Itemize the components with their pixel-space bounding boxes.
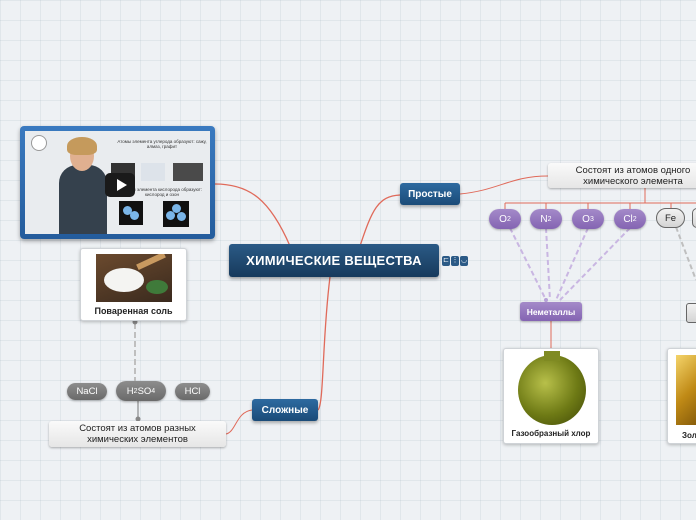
central-badge[interactable]: ⊏ ⋮ ◡ xyxy=(442,256,468,266)
salt-caption: Поваренная соль xyxy=(94,306,173,316)
formula-sub: 2 xyxy=(506,215,511,223)
connector-central-video xyxy=(214,183,291,247)
connector-complex-desc xyxy=(225,409,253,435)
gold-image xyxy=(676,355,696,425)
central-topic[interactable]: ХИМИЧЕСКИЕ ВЕЩЕСТВА xyxy=(229,244,439,277)
link-icon: ◡ xyxy=(460,256,468,266)
connector-fe-gray xyxy=(675,226,696,281)
group-nonmetals[interactable]: Неметаллы xyxy=(520,302,582,321)
formula-base: Cl xyxy=(623,213,633,225)
attach-icon: ⋮ xyxy=(451,256,459,266)
video-frame: Атомы элемента углерода образуют: сажу, … xyxy=(25,131,210,234)
formula-sub: 3 xyxy=(589,215,594,223)
play-icon[interactable] xyxy=(105,173,135,197)
partial-node[interactable] xyxy=(686,303,696,323)
salt-card[interactable]: Поваренная соль xyxy=(80,248,187,321)
formula-base: O xyxy=(499,213,507,225)
note-icon: ⊏ xyxy=(442,256,450,266)
ozone-molecule xyxy=(163,201,189,227)
logo-icon xyxy=(31,135,47,151)
slide-text-1: Атомы элемента углерода образуют: сажу, … xyxy=(117,139,207,149)
formula-nacl[interactable]: NaCl xyxy=(67,383,107,400)
simple-description[interactable]: Состоят из атомов одного химического эле… xyxy=(548,163,696,188)
salt-image xyxy=(96,254,172,302)
connector-desc-formulas xyxy=(504,188,696,210)
connector-simple-desc xyxy=(459,175,549,195)
presenter-figure xyxy=(59,165,107,234)
connector-central-complex xyxy=(317,276,331,411)
formula-base: N xyxy=(540,213,548,225)
topic-simple[interactable]: Простые xyxy=(400,183,460,205)
diamond-image xyxy=(141,163,165,181)
oxygen-molecule xyxy=(119,201,143,225)
chlorine-caption: Газообразный хлор xyxy=(511,429,591,438)
connector-formulas-nonmetals xyxy=(509,227,631,301)
formula-sub: 2 xyxy=(632,215,637,223)
formula-base: O xyxy=(582,213,590,225)
formula-hcl[interactable]: HCl xyxy=(175,383,210,400)
topic-complex[interactable]: Сложные xyxy=(252,399,318,421)
formula-partial[interactable] xyxy=(692,208,696,228)
slide-text-2: Атомы элемента кислорода образуют: кисло… xyxy=(121,187,203,197)
gold-card[interactable]: Зол xyxy=(667,348,696,444)
complex-description[interactable]: Состоят из атомов разных химических элем… xyxy=(49,421,226,447)
video-thumbnail[interactable]: Атомы элемента углерода образуют: сажу, … xyxy=(20,126,215,239)
graphite-image xyxy=(173,163,203,181)
chlorine-card[interactable]: Газообразный хлор xyxy=(503,348,599,444)
formula-sub: 2 xyxy=(547,215,552,223)
connector-central-simple xyxy=(359,194,401,247)
gold-caption: Зол xyxy=(682,431,696,440)
chlorine-flask-image xyxy=(518,355,586,425)
formula-fe[interactable]: Fe xyxy=(656,208,685,228)
